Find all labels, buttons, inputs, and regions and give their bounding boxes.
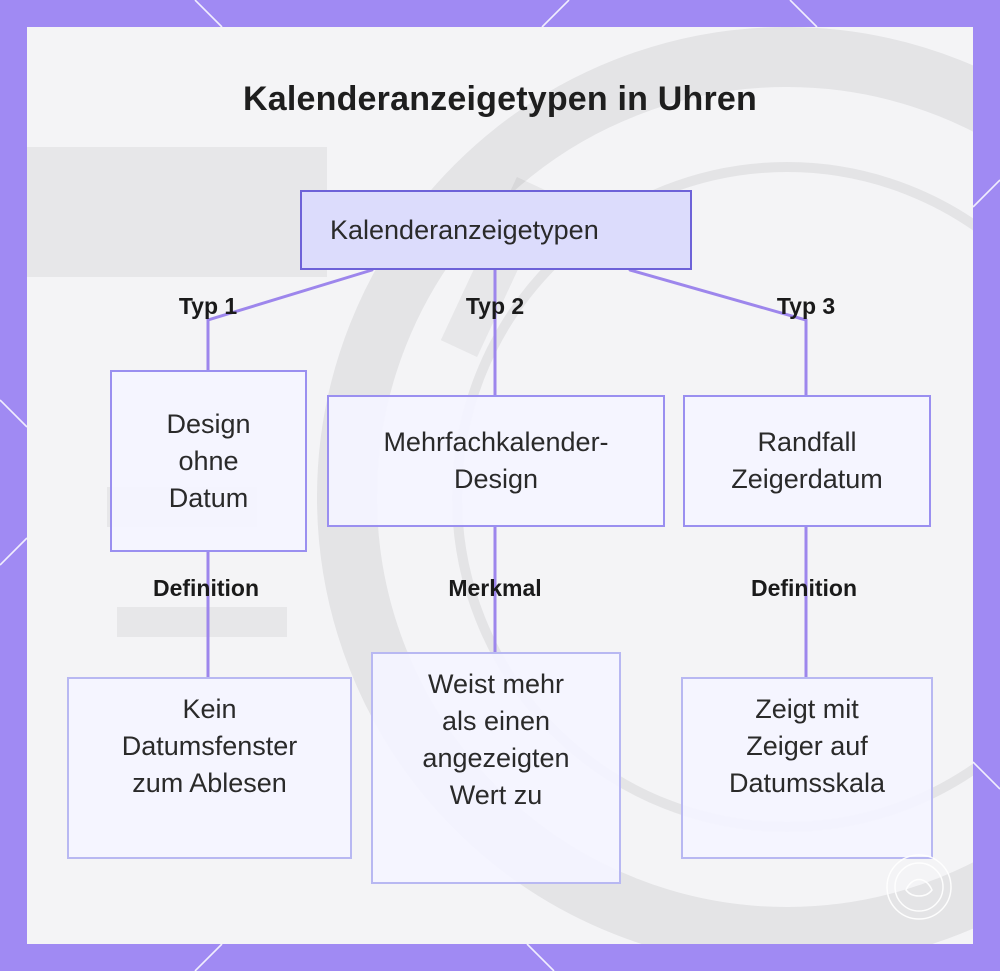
node-line: Zeiger auf	[746, 731, 868, 761]
node-line: als einen	[441, 706, 551, 736]
edge-label-typ1: Typ 1	[178, 293, 238, 319]
seal-watermark	[886, 854, 952, 920]
node-randfall-zeigerdatum: Randfall Zeigerdatum	[683, 395, 931, 527]
node-line: Zeigerdatum	[731, 464, 883, 494]
node-line: Zeigt mit	[755, 694, 859, 724]
root-node-label: Kalenderanzeigetypen	[330, 214, 599, 245]
node-line: Design	[453, 464, 539, 494]
node-mehrfachkalender-design: Mehrfachkalender- Design	[327, 395, 665, 527]
connector-root-typ3	[628, 268, 808, 397]
node-zeigt-mit-zeiger: Zeigt mit Zeiger auf Datumsskala	[681, 677, 933, 859]
edge-label-typ2: Typ 2	[465, 293, 525, 319]
node-line: Mehrfachkalender-	[383, 427, 609, 457]
node-line: Design	[166, 408, 251, 439]
root-node: Kalenderanzeigetypen	[300, 190, 692, 270]
node-weist-mehr-als-einen-wert: Weist mehr als einen angezeigten Wert zu	[371, 652, 621, 884]
node-line: Datum	[168, 482, 249, 513]
node-line: Datumsfenster	[121, 731, 298, 761]
node-design-ohne-datum: Design ohne Datum	[110, 370, 307, 552]
edge-label-merkmal: Merkmal	[448, 575, 542, 601]
node-line: Kein	[182, 694, 237, 724]
node-line: angezeigten	[422, 743, 570, 773]
node-line: Randfall	[757, 427, 857, 457]
node-line: zum Ablesen	[132, 768, 287, 798]
node-line: Datumsskala	[728, 768, 886, 798]
edge-label-definition-1: Definition	[152, 575, 260, 601]
connector-root-typ1	[206, 268, 374, 372]
node-line: Weist mehr	[427, 669, 564, 699]
node-line: ohne	[178, 445, 239, 476]
diagram-title: Kalenderanzeigetypen in Uhren	[242, 80, 758, 118]
edge-label-definition-3: Definition	[750, 575, 858, 601]
node-kein-datumsfenster: Kein Datumsfenster zum Ablesen	[67, 677, 352, 859]
edge-label-typ3: Typ 3	[776, 293, 836, 319]
node-line: Wert zu	[449, 780, 543, 810]
